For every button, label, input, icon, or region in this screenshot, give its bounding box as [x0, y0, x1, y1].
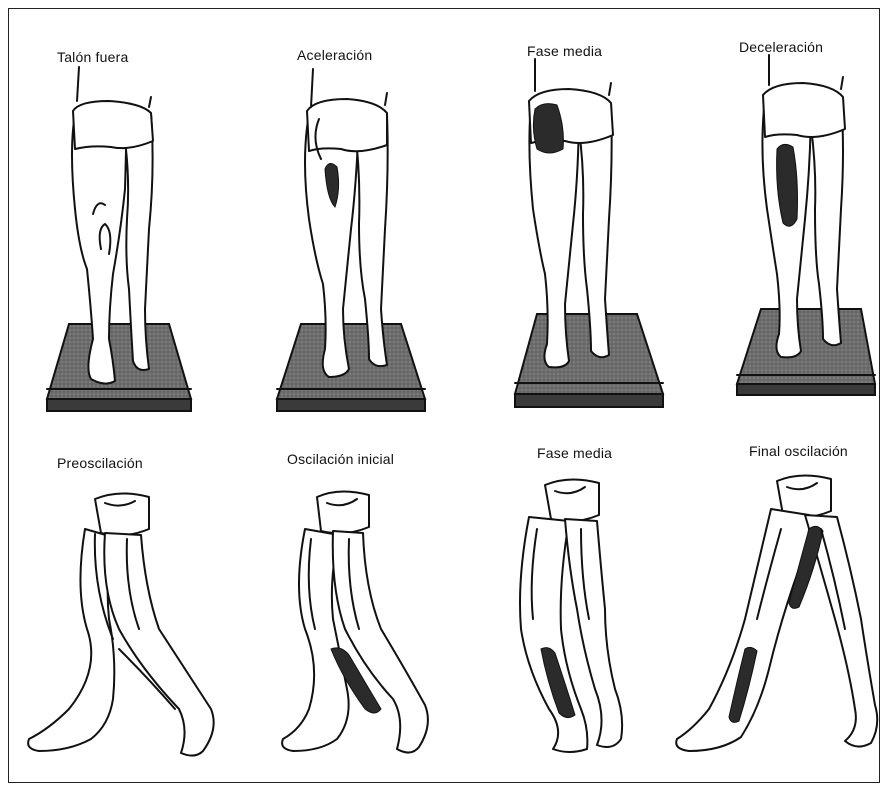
- force-plate: [515, 314, 663, 407]
- swing-figure-4: [676, 475, 877, 751]
- force-plate: [47, 324, 191, 411]
- force-plate: [737, 309, 875, 395]
- swing-figure-2: [282, 491, 428, 752]
- swing-figure-3: [520, 479, 622, 752]
- stance-figure-1: [47, 67, 191, 411]
- gait-illustration: [9, 9, 879, 782]
- stance-figure-3: [515, 59, 663, 407]
- figure-frame: Talón fuera Aceleración Fase media Decel…: [8, 8, 880, 783]
- stance-figure-4: [737, 55, 875, 395]
- swing-figure-1: [28, 493, 214, 755]
- stance-figure-2: [277, 69, 425, 411]
- force-plate: [277, 324, 425, 411]
